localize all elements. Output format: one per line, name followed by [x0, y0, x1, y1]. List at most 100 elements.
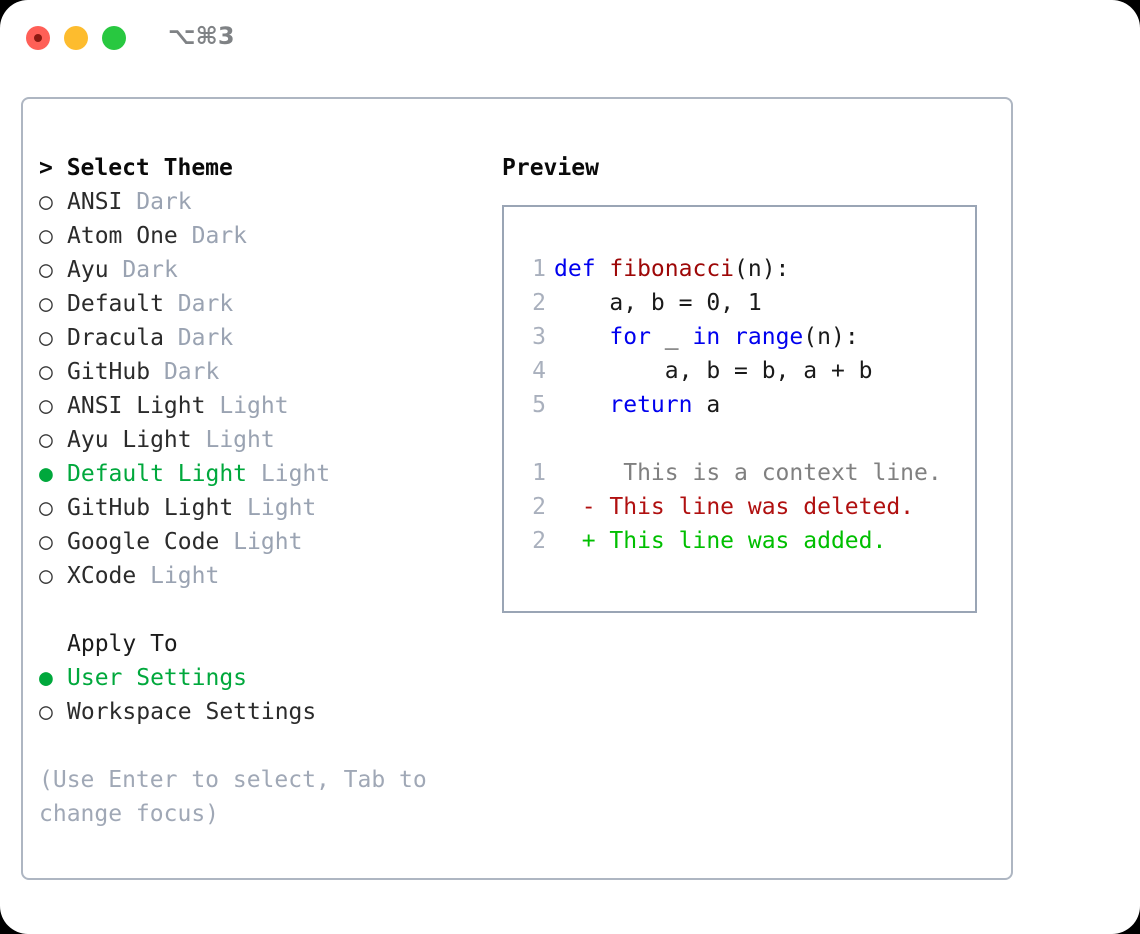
theme-option-tag: Dark — [163, 359, 220, 385]
code-line: 5 return a — [526, 388, 975, 422]
diff-line: 2 + This line was added. — [526, 524, 975, 558]
radio-selected-icon: ● — [39, 461, 53, 487]
radio-selected-icon: ● — [39, 665, 53, 691]
code-token: a, b = 0, 1 — [554, 290, 762, 316]
apply-to-option-workspace-settings[interactable]: ○ Workspace Settings — [39, 695, 494, 729]
diff-line: 1 This is a context line. — [526, 456, 975, 490]
code-diff-spacer — [526, 422, 975, 456]
theme-option-label: XCode — [67, 563, 137, 589]
apply-to-option-label: User Settings — [67, 665, 248, 691]
radio-unselected-icon: ○ — [39, 223, 53, 249]
diff-sample: 1 This is a context line.2 - This line w… — [526, 456, 975, 558]
diff-text: This line was added. — [595, 528, 887, 554]
theme-option-google-code[interactable]: ○Google Code Light — [39, 525, 494, 559]
code-token: a — [692, 392, 721, 418]
code-line: 3 for _ in range(n): — [526, 320, 975, 354]
theme-option-default-light[interactable]: ● Default Light Light — [39, 457, 494, 491]
diff-line-number: 1 — [532, 460, 546, 486]
radio-unselected-icon: ○ — [39, 427, 53, 453]
theme-option-ayu-light[interactable]: ○Ayu Light Light — [39, 423, 494, 457]
theme-option-atom-one[interactable]: ○Atom One Dark — [39, 219, 494, 253]
radio-unselected-icon: ○ — [39, 563, 53, 589]
radio-unselected-icon: ○ — [39, 189, 53, 215]
theme-option-tag: Light — [219, 393, 289, 419]
radio-unselected-icon: ○ — [39, 495, 53, 521]
theme-option-xcode[interactable]: ○ XCode Light — [39, 559, 494, 593]
code-token — [720, 324, 734, 350]
preview-title: Preview — [502, 155, 599, 181]
line-number: 5 — [532, 392, 546, 418]
radio-unselected-icon: ○ — [39, 325, 53, 351]
theme-option-label: ANSI — [67, 189, 123, 215]
diff-line: 2 - This line was deleted. — [526, 490, 975, 524]
code-token — [554, 324, 609, 350]
theme-option-tag: Dark — [191, 223, 248, 249]
code-line: 1 def fibonacci(n): — [526, 252, 975, 286]
keyboard-hint-text: (Use Enter to select, Tab to change focu… — [39, 767, 441, 827]
panel-columns: > Select Theme ○ANSI Dark○Atom One Dark○… — [23, 99, 1011, 878]
code-token: (n): — [734, 256, 790, 282]
apply-to-option-label: Workspace Settings — [67, 699, 317, 725]
theme-option-label: Ayu Light — [67, 427, 192, 453]
theme-option-tag: Light — [233, 529, 303, 555]
theme-option-github-light[interactable]: ○ GitHub Light Light — [39, 491, 494, 525]
diff-line-number: 2 — [532, 494, 546, 520]
radio-unselected-icon: ○ — [39, 359, 53, 385]
code-token: def — [554, 256, 610, 282]
code-token: (n): — [803, 324, 859, 350]
theme-option-tag: Dark — [177, 291, 234, 317]
theme-option-tag: Dark — [122, 257, 178, 283]
theme-option-default[interactable]: ○ Default Dark — [39, 287, 494, 321]
theme-option-label: Default — [67, 291, 164, 317]
apply-to-header: Apply To — [67, 631, 178, 657]
apply-to-option-list: ● User Settings ○ Workspace Settings — [39, 661, 494, 729]
section-spacer — [39, 593, 494, 627]
diff-sign: + — [554, 528, 596, 554]
code-token: fibonacci — [609, 256, 735, 282]
code-token — [554, 392, 609, 418]
diff-sign: - — [554, 494, 596, 520]
line-number: 1 — [532, 256, 546, 282]
minimize-button[interactable] — [64, 26, 88, 50]
radio-unselected-icon: ○ — [39, 699, 53, 725]
select-theme-header: > Select Theme — [39, 155, 233, 181]
theme-option-list: ○ANSI Dark○Atom One Dark○Ayu Dark○Defaul… — [39, 185, 494, 593]
line-number: 4 — [532, 358, 546, 384]
close-button[interactable] — [26, 26, 50, 50]
theme-option-tag: Light — [247, 495, 317, 521]
code-token: in — [692, 324, 721, 350]
diff-text: This line was deleted. — [595, 494, 915, 520]
code-token: a, b = b, a + b — [554, 358, 873, 384]
code-token: _ — [650, 324, 693, 350]
maximize-button[interactable] — [102, 26, 126, 50]
radio-unselected-icon: ○ — [39, 529, 53, 555]
radio-unselected-icon: ○ — [39, 257, 53, 283]
theme-option-ayu[interactable]: ○Ayu Dark — [39, 253, 494, 287]
line-number: 3 — [532, 324, 546, 350]
diff-sign — [554, 460, 596, 486]
theme-option-tag: Dark — [177, 325, 234, 351]
theme-option-github[interactable]: ○GitHub Dark — [39, 355, 494, 389]
apply-to-option-user-settings[interactable]: ● User Settings — [39, 661, 494, 695]
code-token: for — [609, 324, 651, 350]
theme-option-ansi-light[interactable]: ○ANSI Light Light — [39, 389, 494, 423]
window-controls — [26, 26, 126, 50]
theme-option-tag: Light — [260, 461, 331, 487]
diff-line-number: 2 — [532, 528, 546, 554]
theme-option-label: Default Light — [67, 461, 248, 487]
theme-option-ansi[interactable]: ○ANSI Dark — [39, 185, 494, 219]
theme-option-tag: Light — [150, 563, 220, 589]
title-bar: ⌥⌘3 — [0, 0, 1140, 78]
theme-option-dracula[interactable]: ○ Dracula Dark — [39, 321, 494, 355]
theme-option-label: ANSI Light — [67, 393, 206, 419]
theme-option-label: GitHub Light — [67, 495, 234, 521]
theme-option-label: Dracula — [67, 325, 164, 351]
code-line: 2 a, b = 0, 1 — [526, 286, 975, 320]
radio-unselected-icon: ○ — [39, 291, 53, 317]
code-token: range — [734, 324, 804, 350]
theme-selector-column: > Select Theme ○ANSI Dark○Atom One Dark○… — [39, 151, 494, 831]
